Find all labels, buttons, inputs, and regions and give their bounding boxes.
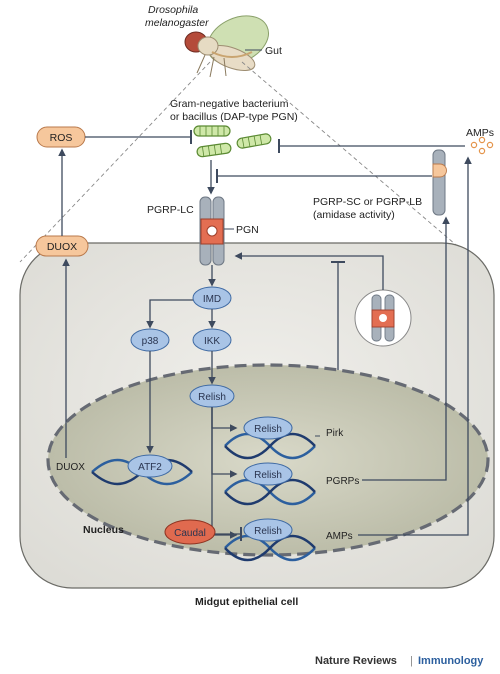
bacterium-label-line1: Gram-negative bacterium xyxy=(170,98,289,110)
dna-amps xyxy=(224,534,316,562)
journal-section: Immunology xyxy=(418,655,484,667)
amps-gene-to-amps-arrow xyxy=(358,156,472,536)
caudal-node xyxy=(164,519,216,545)
bacteria-icon xyxy=(193,125,272,158)
fly-illustration xyxy=(184,15,269,78)
caudal-label: Caudal xyxy=(174,528,206,539)
nuclear-relish-amps xyxy=(243,518,293,542)
nuclear-relish-pgrps-label: Relish xyxy=(254,470,282,481)
pgn-label: PGN xyxy=(236,224,259,236)
bacterium-label-line2: or bacillus (DAP-type PGN) xyxy=(170,111,298,123)
atf2-label: ATF2 xyxy=(138,462,162,473)
pgrp-lc-dimer-icon xyxy=(371,294,395,342)
pgrp-sc-lb-label: PGRP-SC or PGRP-LB xyxy=(313,196,422,208)
zoom-line-left xyxy=(19,61,211,263)
dna-pirk xyxy=(224,432,316,460)
pirk-gene-label: Pirk xyxy=(326,428,344,439)
amps-extracellular-label: AMPs xyxy=(466,127,494,139)
imd-to-p38-arrow xyxy=(146,299,193,329)
nucleus-label: Nucleus xyxy=(83,524,124,536)
nuclear-relish-pgrps xyxy=(243,462,293,486)
p38-label: p38 xyxy=(142,336,159,347)
atf2-node xyxy=(127,454,173,478)
journal-name: Nature Reviews xyxy=(315,655,397,667)
duox-label: DUOX xyxy=(47,241,77,253)
amps-dots xyxy=(470,136,494,155)
nuclear-relish-pirk xyxy=(243,416,293,440)
pgrp-sc-lb-activity: (amidase activity) xyxy=(313,209,395,221)
nuclear-relish-pirk-label: Relish xyxy=(254,424,282,435)
duox-gene-label: DUOX xyxy=(56,462,85,473)
cell-label: Midgut epithelial cell xyxy=(195,596,298,608)
zoom-line-right xyxy=(241,61,477,263)
nucleus xyxy=(46,363,490,557)
nuclear-relish-amps-label: Relish xyxy=(254,526,282,537)
relish-label: Relish xyxy=(198,392,226,403)
footer-separator: | xyxy=(410,655,413,667)
organism-name-line2: melanogaster xyxy=(145,17,209,29)
ros-label: ROS xyxy=(50,132,73,144)
dna-pgrps xyxy=(224,478,316,506)
pgrp-lc-receptor xyxy=(199,196,225,266)
pgrps-to-pgrp-sc-lb-arrow xyxy=(362,216,450,481)
ikk-label: IKK xyxy=(204,336,220,347)
organism-name-line1: Drosophila xyxy=(148,4,198,16)
dimer-to-receptor-arrow xyxy=(234,252,384,290)
pgrp-sc-lb-receptor xyxy=(432,149,447,216)
pgrp-lc-label: PGRP-LC xyxy=(147,204,194,216)
amps-gene-label: AMPs xyxy=(326,531,353,542)
gut-label: Gut xyxy=(265,45,282,57)
imd-label: IMD xyxy=(203,294,221,305)
pgrps-gene-label: PGRPs xyxy=(326,476,359,487)
